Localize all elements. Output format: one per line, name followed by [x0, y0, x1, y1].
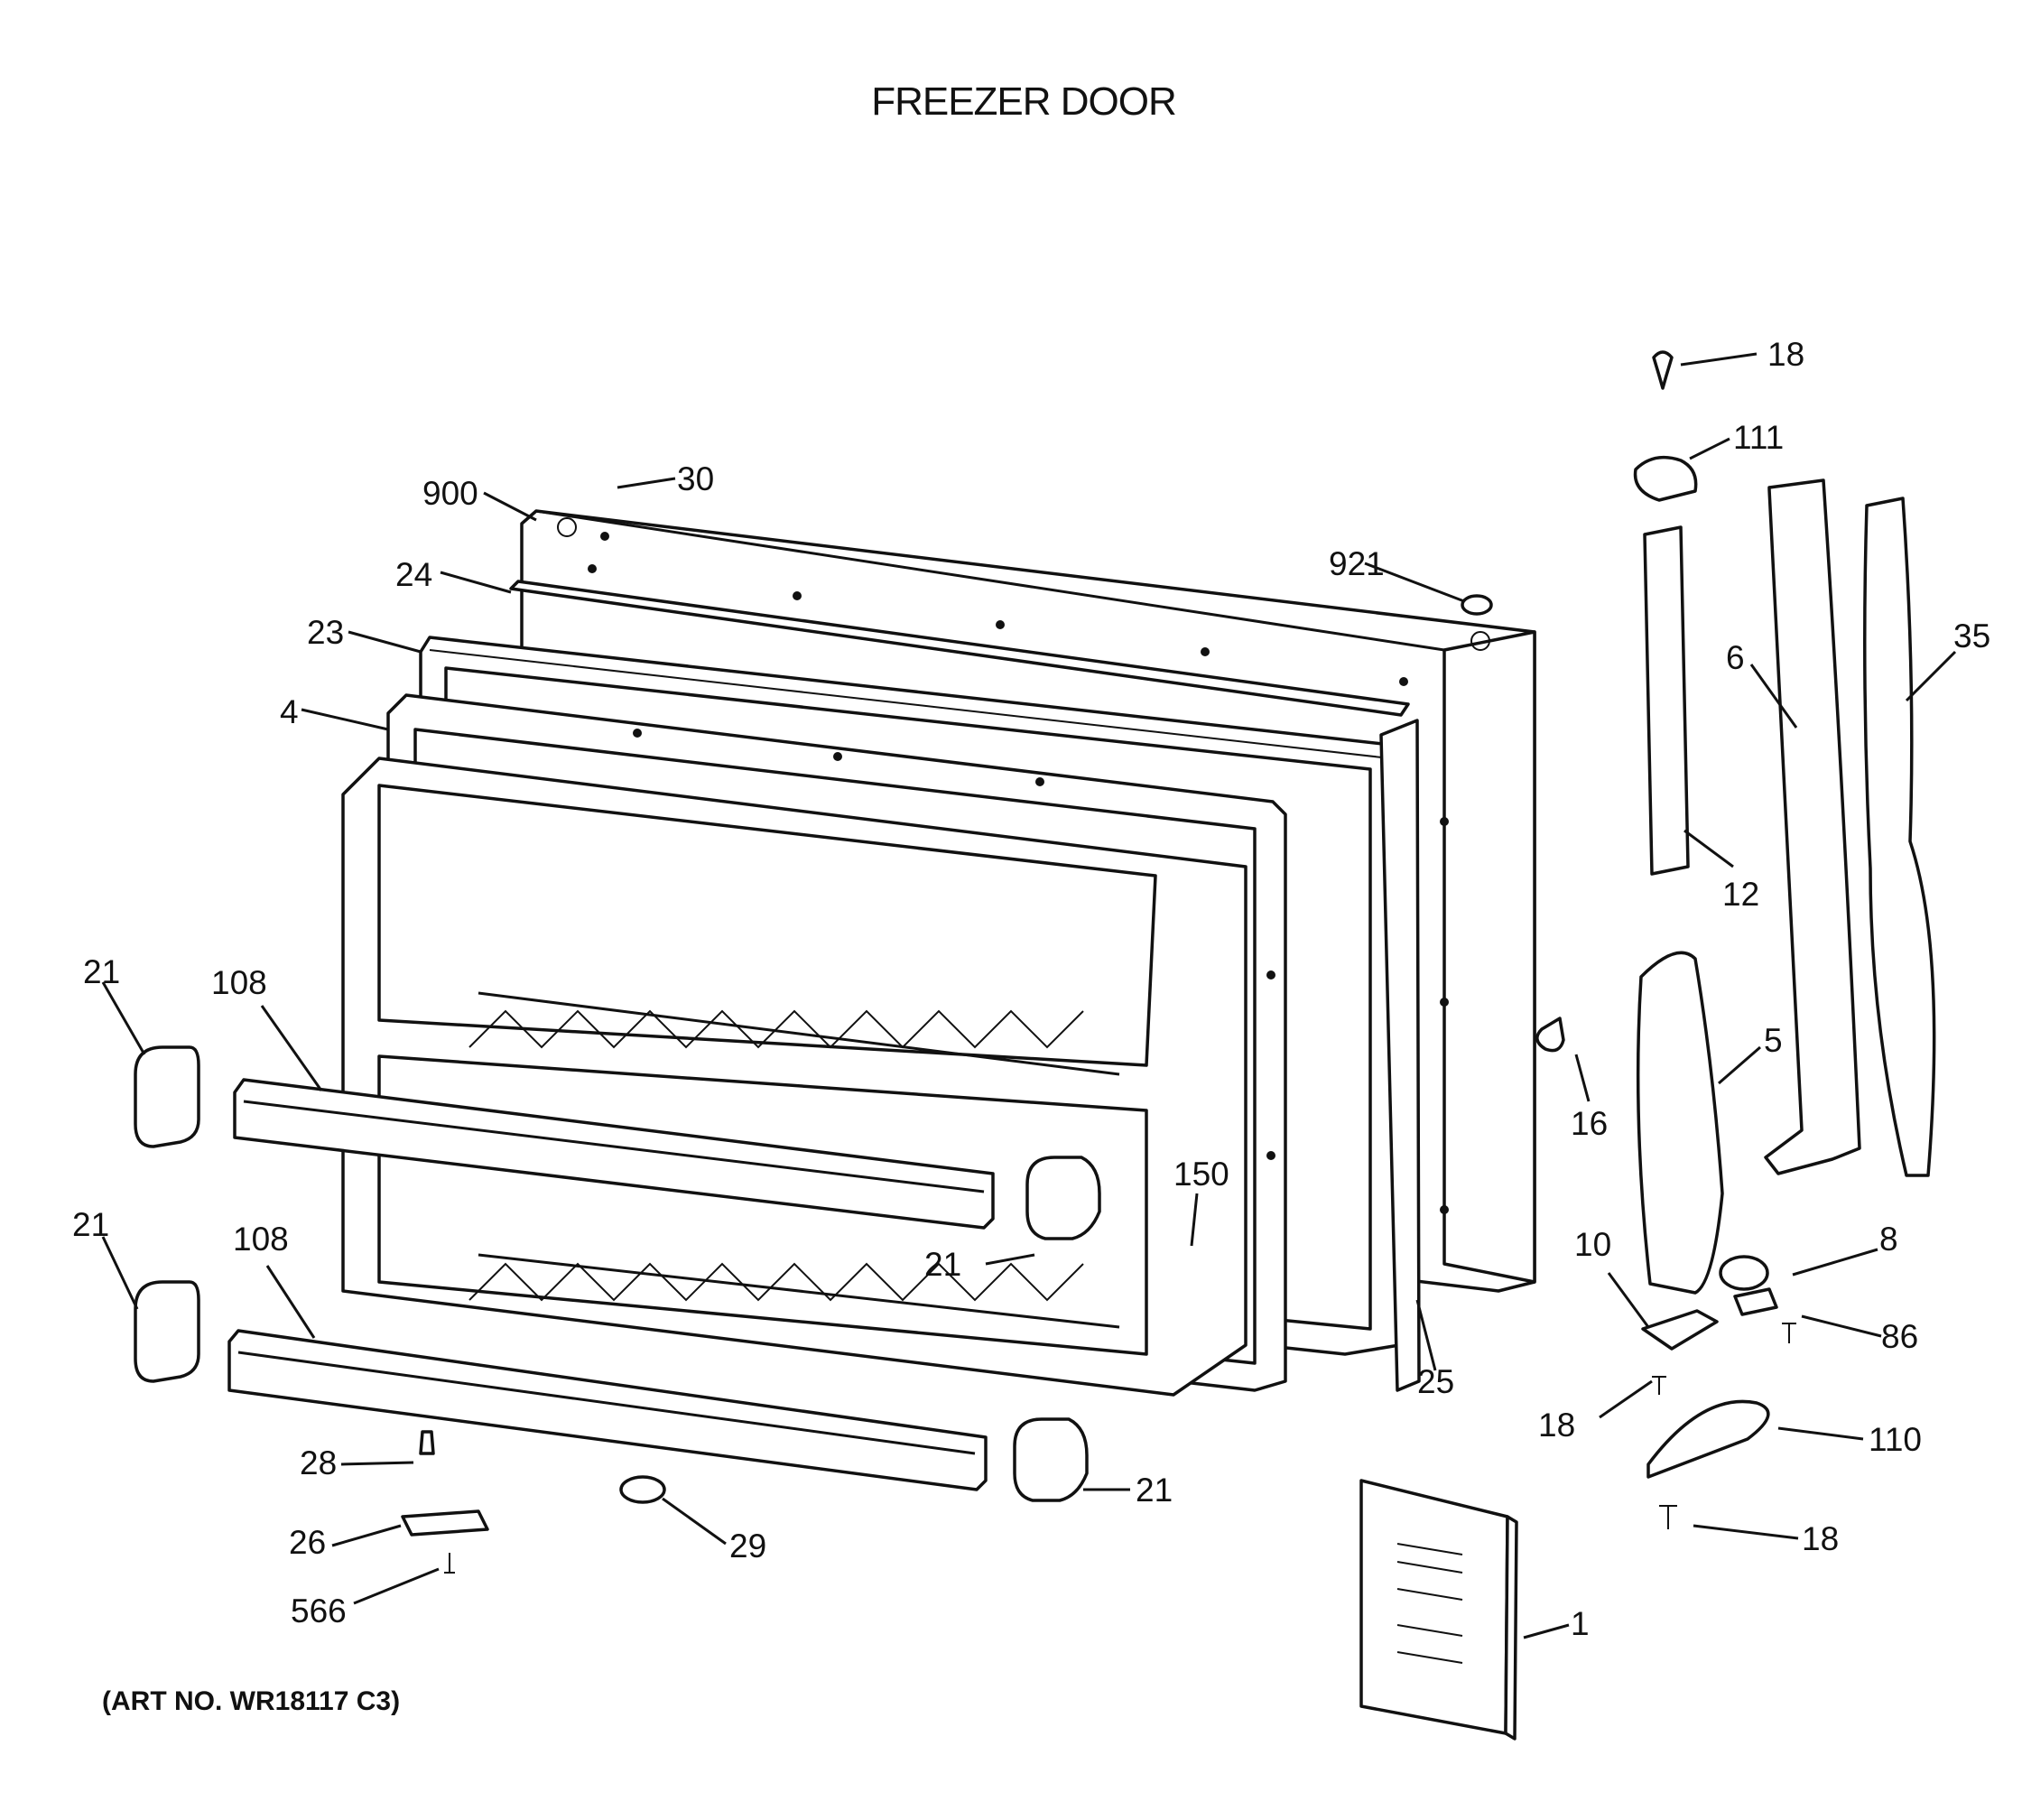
shelf-rail-upper — [233, 1078, 995, 1230]
callout-921: 921 — [1329, 545, 1385, 582]
callout-566: 566 — [291, 1592, 347, 1630]
callout-10: 10 — [1574, 1226, 1612, 1263]
callout-108: 108 — [211, 964, 267, 1001]
callout-5: 5 — [1764, 1022, 1783, 1059]
callout-6: 6 — [1726, 639, 1745, 676]
callout-86: 86 — [1881, 1318, 1919, 1355]
callout-18: 18 — [1538, 1407, 1576, 1444]
callout-150: 150 — [1173, 1156, 1229, 1193]
callout-4: 4 — [280, 693, 299, 730]
callout-900: 900 — [422, 475, 478, 512]
leader-lines — [101, 352, 1957, 1639]
top-hinge — [1633, 455, 1698, 502]
callout-25: 25 — [1417, 1363, 1455, 1400]
callout-12: 12 — [1722, 876, 1760, 913]
callout-28: 28 — [300, 1444, 338, 1481]
small-parts — [401, 1430, 666, 1574]
screw — [1535, 1017, 1565, 1053]
callout-21: 21 — [1136, 1472, 1173, 1509]
bottom-hinge — [1646, 1399, 1770, 1479]
end-cap-parts — [134, 1045, 1101, 1502]
handle-gasket — [1863, 497, 1936, 1177]
callout-23: 23 — [307, 614, 345, 651]
callout-111: 111 — [1733, 419, 1785, 456]
callout-29: 29 — [729, 1528, 767, 1565]
top-strip — [509, 580, 1410, 717]
callout-21: 21 — [72, 1206, 110, 1243]
plug-button — [1461, 594, 1493, 616]
callout-21: 21 — [924, 1246, 962, 1283]
callout-16: 16 — [1571, 1105, 1609, 1142]
callout-35: 35 — [1953, 618, 1991, 655]
callout-30: 30 — [677, 460, 715, 497]
gasket-edge — [1379, 719, 1421, 1392]
hinge-hardware — [1535, 350, 1936, 1529]
callout-108: 108 — [233, 1221, 289, 1258]
hinge-plate — [1641, 1309, 1719, 1351]
callout-21: 21 — [83, 953, 121, 990]
callout-8: 8 — [1879, 1221, 1898, 1258]
art-number: (ART NO. WR18117 C3) — [102, 1686, 401, 1716]
door-liner — [341, 757, 1248, 1397]
callout-18: 18 — [1767, 336, 1805, 373]
handle-trim — [1764, 478, 1861, 1175]
callout-1: 1 — [1571, 1605, 1590, 1642]
cap — [1719, 1255, 1769, 1291]
bracket-plate — [1733, 1287, 1778, 1316]
owners-manual — [1359, 1479, 1518, 1741]
diagram-title: FREEZER DOOR — [871, 79, 1177, 124]
callout-110: 110 — [1869, 1421, 1922, 1458]
shelf-rail-lower — [227, 1329, 988, 1491]
callout-18: 18 — [1802, 1520, 1840, 1557]
screw-top — [1652, 350, 1674, 390]
hinge-bracket — [1643, 525, 1690, 876]
callout-24: 24 — [395, 556, 433, 593]
door-handle — [1636, 951, 1724, 1295]
callout-26: 26 — [289, 1524, 327, 1561]
